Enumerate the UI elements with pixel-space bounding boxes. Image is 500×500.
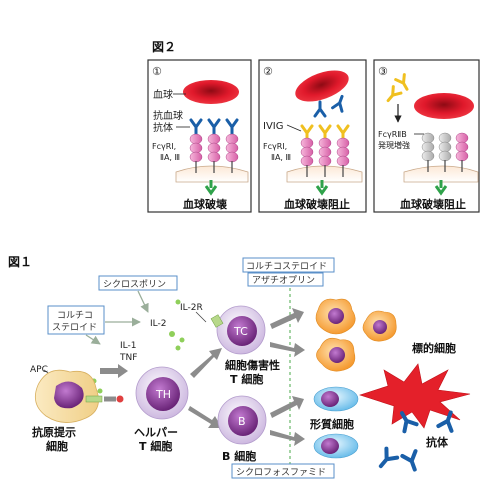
red-blood-cell (183, 80, 239, 104)
figure2-panel1: ① 血球 抗血球 抗体 FcγRⅠ, ⅡA, Ⅲ 血球破壊 (147, 59, 252, 213)
cyclophosphamide-box (231, 463, 335, 479)
panel2-receptor-label-line1: FcγRⅠ, (263, 142, 287, 151)
cytotoxic-t-cell: TC (210, 305, 266, 355)
antigen-dot (116, 395, 124, 403)
gray-arrow (270, 342, 305, 357)
cytotoxic-label-line1: 細胞傷害性 (225, 358, 280, 372)
gray-arrow (270, 430, 305, 446)
panel1-antibody-label-line2: 抗体 (153, 121, 173, 134)
antibody-icon (373, 446, 400, 473)
apc-name-line1: 抗原提示 (32, 425, 76, 439)
panel1-receptor-label-line2: ⅡA, Ⅲ (160, 153, 180, 162)
corticosteroid-label-line2: ステロイド (52, 322, 97, 333)
green-down-arrow-icon (315, 180, 329, 196)
corticosteroid-top-box (242, 257, 335, 273)
panel1-blood-cell-label: 血球 (153, 88, 173, 101)
gray-arrow (190, 348, 222, 378)
gray-arrow (270, 396, 304, 418)
activated-t-cell (315, 298, 356, 335)
corticosteroid-label-line1: コルチコ (57, 310, 93, 321)
panel2-caption: 血球破壊阻止 (284, 197, 350, 211)
cyclosporin-box (98, 275, 178, 291)
antigen-presenting-cell (34, 369, 103, 423)
helper-label-line2: T 細胞 (139, 439, 172, 453)
plasma-cell-label: 形質細胞 (310, 417, 354, 431)
antibody-icon (400, 449, 424, 474)
tc-cell-label: TC (233, 325, 248, 338)
activated-t-cell (362, 310, 397, 342)
corticosteroid-top-label: コルチコステロイド (246, 261, 327, 272)
figure1-title: 図１ (8, 255, 32, 269)
panel1-caption: 血球破壊 (183, 197, 228, 211)
panel3-number: ③ (378, 65, 388, 78)
azathioprine-label: アザチオプリン (252, 275, 315, 286)
inhibit-arrow (85, 334, 101, 345)
il1-label: IL-1 (120, 341, 136, 351)
figure2-title: 図２ (152, 40, 176, 54)
gray-arrow (100, 364, 128, 378)
panel2-ivig-label: IVIG (263, 121, 284, 132)
helper-label-line1: ヘルパー (134, 426, 178, 439)
red-blood-cell (414, 93, 474, 119)
gray-arrow (270, 308, 304, 329)
b-cell: B (217, 395, 267, 445)
plasma-cell (313, 433, 359, 459)
panel1-receptor-label-line1: FcγRⅠ, (152, 142, 176, 151)
panel2-receptor-label-line2: ⅡA, Ⅲ (271, 153, 291, 162)
target-cell-starburst (359, 363, 471, 429)
green-down-arrow-icon (204, 180, 218, 196)
panel1-antibody-label-line1: 抗血球 (153, 109, 183, 122)
cytotoxic-label-line2: T 細胞 (230, 372, 263, 386)
figure2-panel3: ③ FcγRⅡB 発現増強 血球破壊阻止 (373, 59, 480, 213)
green-down-arrow-icon (434, 180, 448, 196)
inhibit-arrow (137, 290, 149, 313)
gray-arrow (188, 406, 222, 428)
panel2-number: ② (263, 65, 273, 78)
panel1-number: ① (152, 65, 162, 78)
tnf-label: TNF (119, 353, 137, 363)
red-blood-cell (295, 70, 349, 102)
b-cell-name: B 細胞 (222, 449, 256, 463)
target-cell-label: 標的細胞 (412, 341, 456, 355)
apc-name-line2: 細胞 (46, 439, 68, 453)
plasma-cell (313, 386, 359, 412)
panel3-receptor-label-line2: 発現増強 (378, 140, 410, 150)
panel3-caption: 血球破壊阻止 (400, 197, 466, 211)
azathioprine-box (247, 272, 324, 287)
cyclophosphamide-label: シクロフォスファミド (236, 467, 326, 478)
corticosteroid-box (47, 305, 105, 335)
helper-t-cell: TH (135, 366, 189, 420)
panel3-receptor-label-line1: FcγRⅡB (378, 130, 407, 139)
cell-membrane (175, 165, 249, 183)
il2r-label: IL-2R (180, 303, 203, 313)
th-cell-label: TH (155, 388, 171, 401)
activated-t-cell (316, 337, 356, 372)
antibody-label: 抗体 (426, 435, 449, 449)
apc-label: APC (30, 365, 48, 375)
cell-membrane (403, 165, 479, 183)
figure2-panel2: ② IVIG FcγRⅠ, ⅡA, Ⅲ 血球破壊阻止 (258, 59, 367, 213)
cyclosporin-label: シクロスポリン (103, 279, 166, 290)
il2-label: IL-2 (150, 319, 166, 329)
b-cell-label: B (238, 415, 246, 428)
